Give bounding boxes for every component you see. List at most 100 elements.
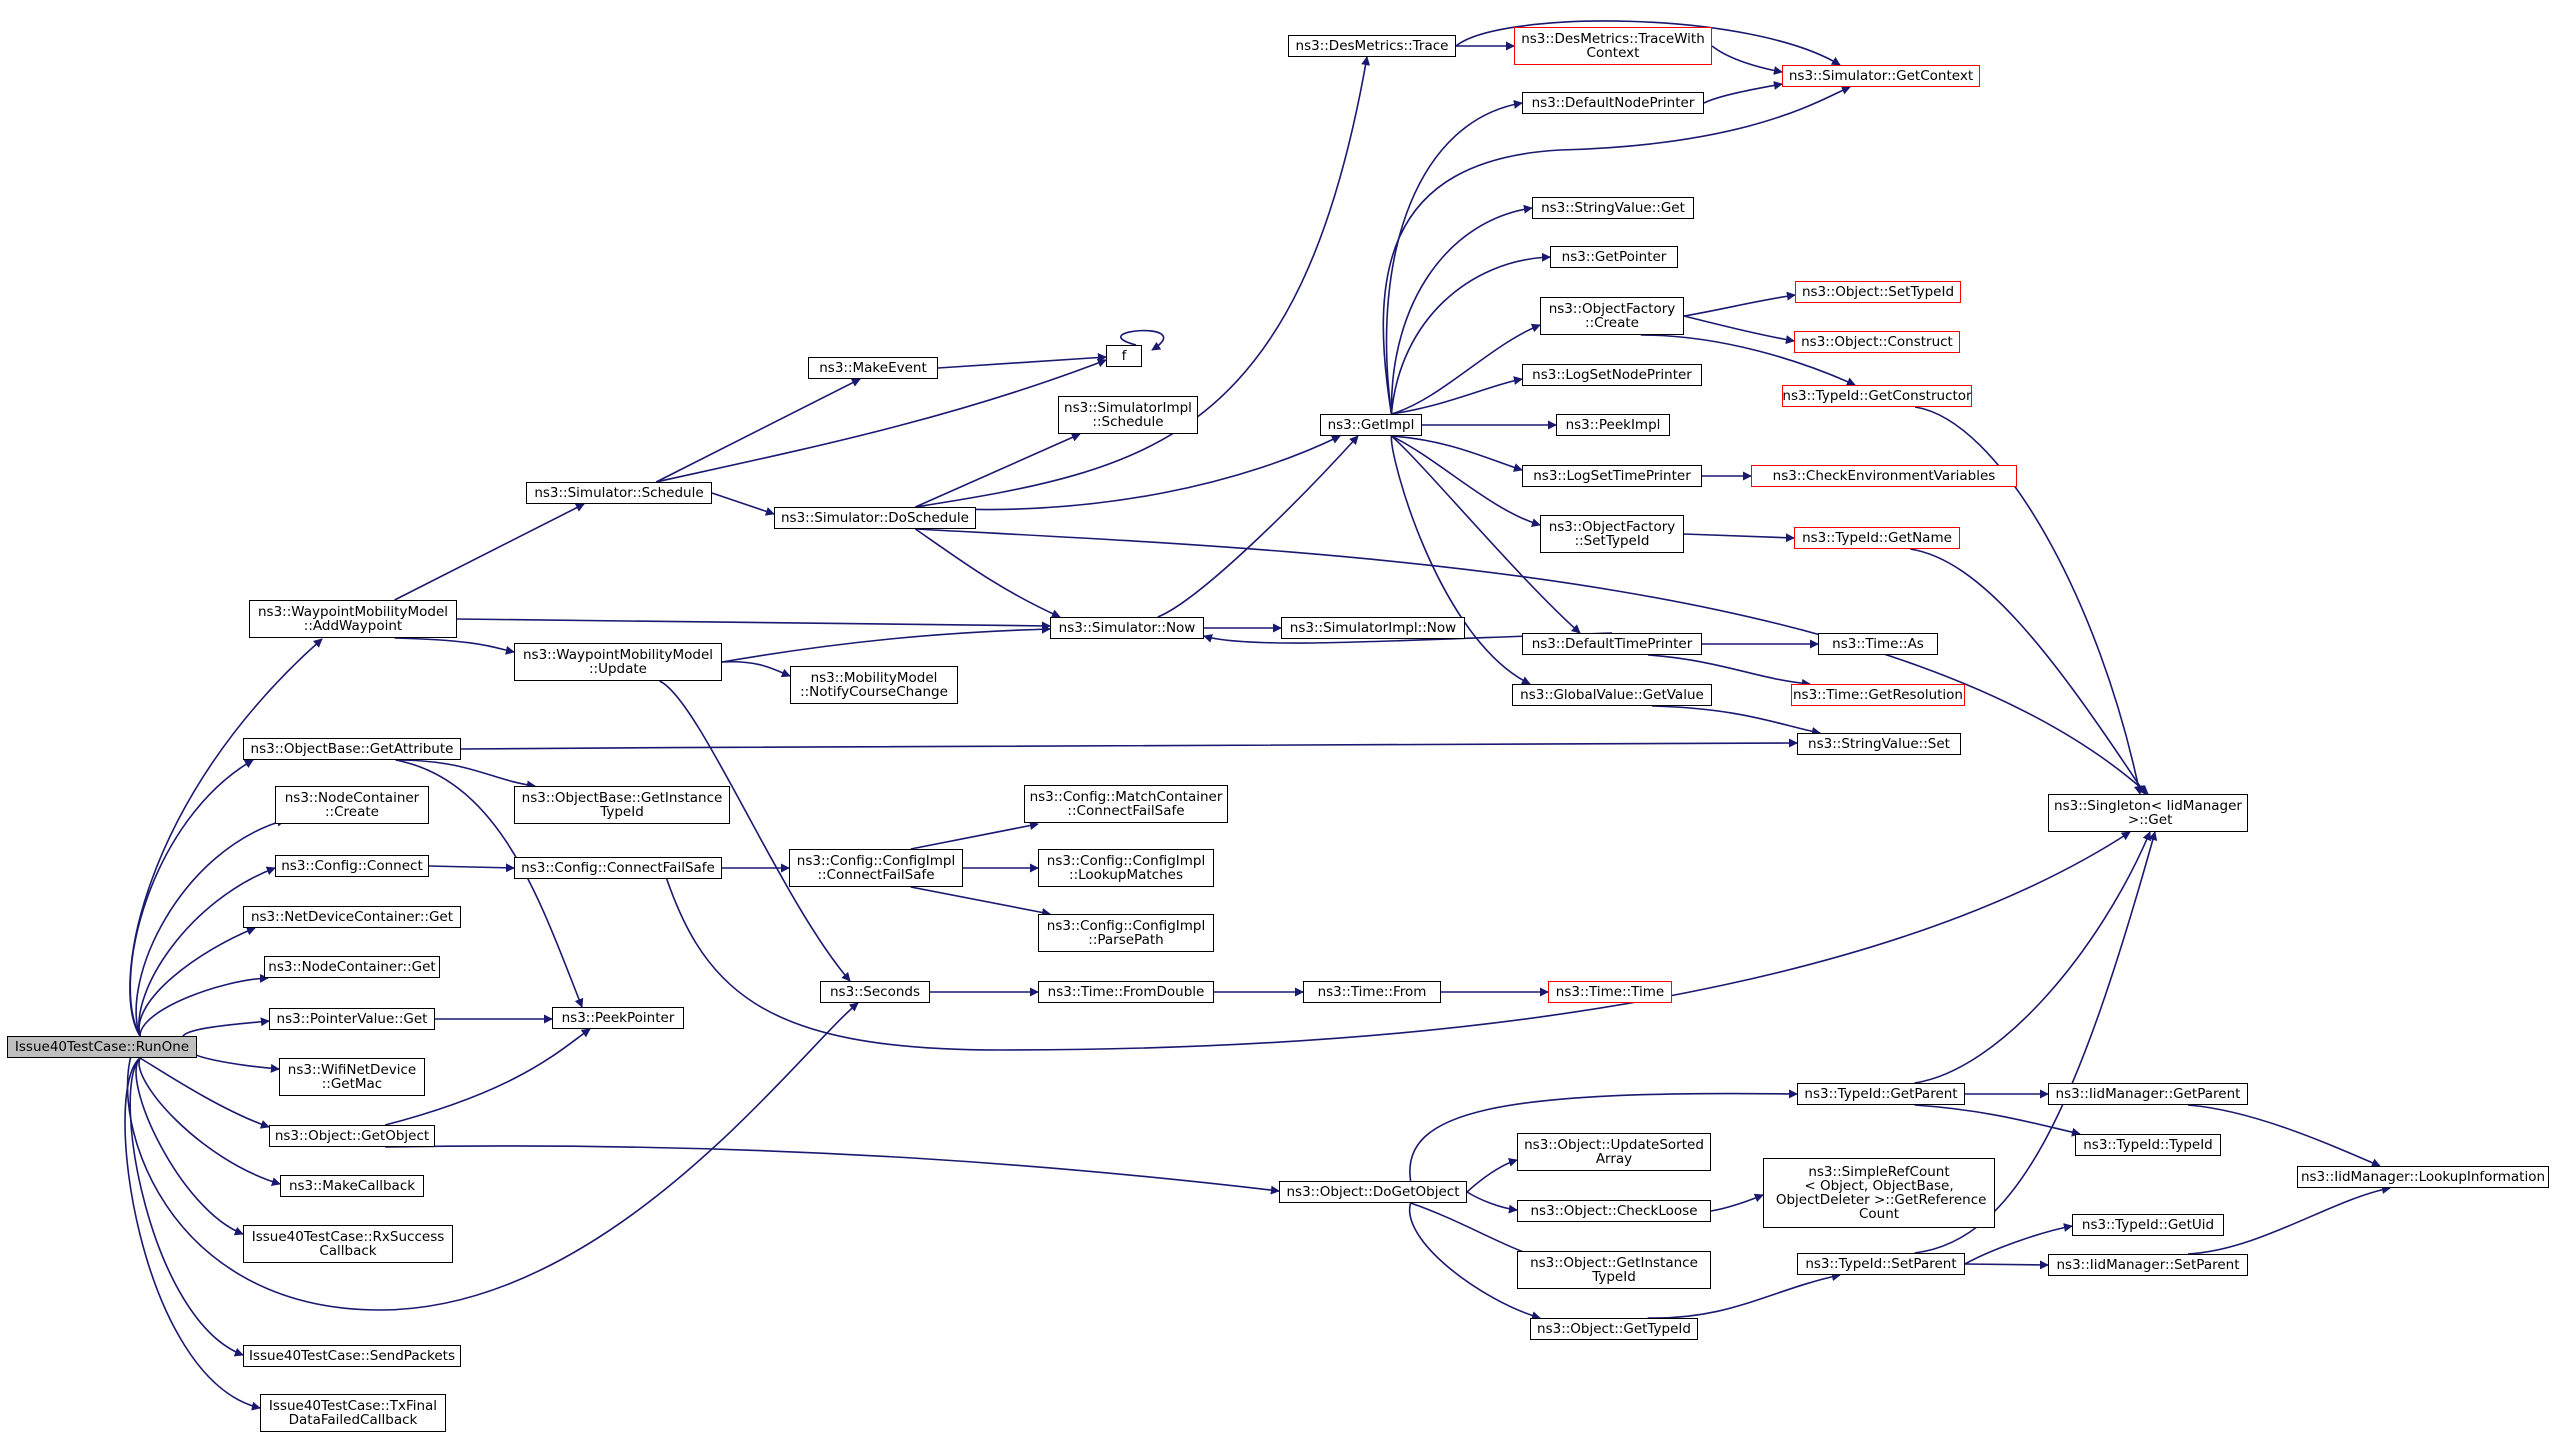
edge-wmm-update-to-seconds bbox=[659, 680, 851, 982]
edge-getimpl-to-objfactory-settypeid bbox=[1391, 435, 1541, 527]
node-getresolution[interactable]: ns3::Time::GetResolution bbox=[1791, 684, 1965, 706]
node-matchcontainer-cfs[interactable]: ns3::Config::MatchContainer ::ConnectFai… bbox=[1024, 785, 1228, 823]
node-peekimpl[interactable]: ns3::PeekImpl bbox=[1556, 414, 1670, 436]
node-checkloose[interactable]: ns3::Object::CheckLoose bbox=[1517, 1200, 1711, 1222]
node-wmm-update[interactable]: ns3::WaypointMobilityModel ::Update bbox=[514, 643, 722, 681]
edge-getimpl-to-defaultnodeprinter bbox=[1385, 99, 1523, 415]
edge-defaultnodeprinter-to-getcontext bbox=[1703, 81, 1783, 104]
node-tracewithcontext[interactable]: ns3::DesMetrics::TraceWith Context bbox=[1514, 27, 1712, 65]
node-construct[interactable]: ns3::Object::Construct bbox=[1794, 331, 1960, 353]
node-lookupmatches[interactable]: ns3::Config::ConfigImpl ::LookupMatches bbox=[1038, 849, 1214, 887]
node-globalvalue-getvalue[interactable]: ns3::GlobalValue::GetValue bbox=[1512, 684, 1712, 706]
node-updatesorted[interactable]: ns3::Object::UpdateSorted Array bbox=[1517, 1133, 1711, 1171]
edge-defaulttimeprinter-to-getresolution bbox=[1647, 654, 1811, 688]
node-objfactory-create[interactable]: ns3::ObjectFactory ::Create bbox=[1540, 297, 1684, 335]
edge-runone-to-makecallback bbox=[138, 1057, 281, 1186]
node-peekpointer[interactable]: ns3::PeekPointer bbox=[552, 1007, 684, 1029]
node-getreferencecount[interactable]: ns3::SimpleRefCount < Object, ObjectBase… bbox=[1763, 1158, 1995, 1228]
node-time-time[interactable]: ns3::Time::Time bbox=[1548, 981, 1672, 1003]
node-objfactory-settypeid[interactable]: ns3::ObjectFactory ::SetTypeId bbox=[1540, 515, 1684, 553]
node-stringvalue-get[interactable]: ns3::StringValue::Get bbox=[1532, 197, 1694, 219]
edge-desmetrics-trace-to-getcontext bbox=[1455, 20, 1841, 66]
node-iid-setparent[interactable]: ns3::IidManager::SetParent bbox=[2048, 1254, 2248, 1276]
node-makecallback[interactable]: ns3::MakeCallback bbox=[280, 1175, 424, 1197]
node-typeid-typeid[interactable]: ns3::TypeId::TypeId bbox=[2075, 1134, 2221, 1156]
node-ndc-get[interactable]: ns3::NetDeviceContainer::Get bbox=[243, 906, 461, 928]
node-connectfailsafe[interactable]: ns3::Config::ConnectFailSafe bbox=[514, 857, 722, 879]
edge-cfg-connect-to-connectfailsafe bbox=[428, 863, 515, 873]
node-makeevent[interactable]: ns3::MakeEvent bbox=[808, 357, 938, 379]
node-rxsuccess[interactable]: Issue40TestCase::RxSuccess Callback bbox=[243, 1225, 453, 1263]
edge-getimpl-to-getpointer bbox=[1390, 252, 1551, 415]
node-wifi-getmac[interactable]: ns3::WifiNetDevice ::GetMac bbox=[279, 1058, 425, 1096]
edge-runone-to-nc-get bbox=[139, 973, 269, 1037]
node-getinstancetypeid-ob[interactable]: ns3::ObjectBase::GetInstance TypeId bbox=[514, 786, 730, 824]
node-typeid-setparent[interactable]: ns3::TypeId::SetParent bbox=[1797, 1253, 1965, 1275]
node-defaulttimeprinter[interactable]: ns3::DefaultTimePrinter bbox=[1522, 633, 1702, 655]
node-simimpl-schedule[interactable]: ns3::SimulatorImpl ::Schedule bbox=[1058, 396, 1198, 434]
edge-connectfailsafe-to-singleton-get bbox=[658, 831, 2131, 1051]
edge-typeid-setparent-to-singleton-get bbox=[1914, 831, 2158, 1254]
edge-getconstructor-to-singleton-get bbox=[1914, 406, 2143, 795]
node-checkenv[interactable]: ns3::CheckEnvironmentVariables bbox=[1751, 465, 2017, 487]
node-getattribute[interactable]: ns3::ObjectBase::GetAttribute bbox=[243, 738, 461, 760]
node-desmetrics-trace[interactable]: ns3::DesMetrics::Trace bbox=[1288, 35, 1456, 57]
node-typeid-getname[interactable]: ns3::TypeId::GetName bbox=[1794, 527, 1960, 549]
node-pv-get[interactable]: ns3::PointerValue::Get bbox=[269, 1008, 435, 1030]
node-time-as[interactable]: ns3::Time::As bbox=[1818, 633, 1938, 655]
node-fromdouble[interactable]: ns3::Time::FromDouble bbox=[1038, 981, 1214, 1003]
edge-gettypeid-to-typeid-setparent bbox=[1647, 1272, 1841, 1319]
node-seconds[interactable]: ns3::Seconds bbox=[820, 981, 930, 1003]
node-simimpl-now[interactable]: ns3::SimulatorImpl::Now bbox=[1281, 617, 1465, 639]
node-getcontext[interactable]: ns3::Simulator::GetContext bbox=[1782, 65, 1980, 87]
node-txfinal[interactable]: Issue40TestCase::TxFinal DataFailedCallb… bbox=[260, 1394, 446, 1432]
edge-makeevent-to-f bbox=[937, 353, 1107, 369]
node-singleton-get[interactable]: ns3::Singleton< IidManager >::Get bbox=[2048, 794, 2248, 832]
edge-runone-to-rxsuccess bbox=[135, 1057, 244, 1236]
node-typeid-getparent[interactable]: ns3::TypeId::GetParent bbox=[1797, 1083, 1965, 1105]
node-defaultnodeprinter[interactable]: ns3::DefaultNodePrinter bbox=[1522, 92, 1704, 114]
node-getpointer[interactable]: ns3::GetPointer bbox=[1550, 246, 1678, 268]
node-getobject[interactable]: ns3::Object::GetObject bbox=[269, 1125, 435, 1147]
node-cfg-connect[interactable]: ns3::Config::Connect bbox=[275, 855, 429, 877]
edge-addwaypoint-to-sim-now bbox=[456, 618, 1051, 631]
node-notifycoursechange[interactable]: ns3::MobilityModel ::NotifyCourseChange bbox=[790, 666, 958, 704]
node-nc-create[interactable]: ns3::NodeContainer ::Create bbox=[275, 786, 429, 824]
edge-runone-to-seconds bbox=[126, 1002, 859, 1311]
node-time-from[interactable]: ns3::Time::From bbox=[1303, 981, 1441, 1003]
edge-typeid-getparent-to-typeid-typeid bbox=[1914, 1104, 2081, 1137]
edge-tracewithcontext-to-getcontext bbox=[1711, 45, 1783, 75]
node-getconstructor[interactable]: ns3::TypeId::GetConstructor bbox=[1782, 385, 1972, 407]
edge-typeid-getname-to-singleton-get bbox=[1910, 548, 2146, 795]
node-logsetnodeprinter[interactable]: ns3::LogSetNodePrinter bbox=[1522, 364, 1702, 386]
node-dogetobject[interactable]: ns3::Object::DoGetObject bbox=[1279, 1181, 1467, 1203]
edge-dogetobject-to-gettypeid bbox=[1408, 1202, 1541, 1320]
edge-getimpl-to-logsettimeprinter bbox=[1391, 435, 1523, 472]
node-sendpackets[interactable]: Issue40TestCase::SendPackets bbox=[243, 1345, 461, 1367]
node-doschedule[interactable]: ns3::Simulator::DoSchedule bbox=[774, 507, 976, 529]
node-obj-getinstancetypeid[interactable]: ns3::Object::GetInstance TypeId bbox=[1517, 1251, 1711, 1289]
node-gettypeid[interactable]: ns3::Object::GetTypeId bbox=[1530, 1318, 1698, 1340]
node-nc-get[interactable]: ns3::NodeContainer::Get bbox=[264, 956, 440, 978]
edge-getimpl-to-objfactory-create bbox=[1391, 323, 1541, 415]
node-addwaypoint[interactable]: ns3::WaypointMobilityModel ::AddWaypoint bbox=[249, 600, 457, 638]
edge-doschedule-to-singleton-get bbox=[915, 528, 2149, 795]
node-stringvalue-set[interactable]: ns3::StringValue::Set bbox=[1797, 733, 1961, 755]
node-typeid-getuid[interactable]: ns3::TypeId::GetUid bbox=[2072, 1214, 2224, 1236]
node-iid-getparent[interactable]: ns3::IidManager::GetParent bbox=[2048, 1083, 2248, 1105]
edge-addwaypoint-to-wmm-update bbox=[394, 637, 515, 655]
node-getimpl[interactable]: ns3::GetImpl bbox=[1320, 414, 1422, 436]
node-lookupinformation[interactable]: ns3::IidManager::LookupInformation bbox=[2297, 1166, 2549, 1188]
node-logsettimeprinter[interactable]: ns3::LogSetTimePrinter bbox=[1522, 465, 1702, 487]
edge-dogetobject-to-typeid-getparent bbox=[1409, 1089, 1798, 1182]
node-parsepath[interactable]: ns3::Config::ConfigImpl ::ParsePath bbox=[1038, 914, 1214, 952]
edge-wmm-update-to-notifycoursechange bbox=[721, 660, 791, 678]
node-configimpl-cfs[interactable]: ns3::Config::ConfigImpl ::ConnectFailSaf… bbox=[789, 849, 963, 887]
node-sim-now[interactable]: ns3::Simulator::Now bbox=[1050, 617, 1204, 639]
node-settypeid-obj[interactable]: ns3::Object::SetTypeId bbox=[1795, 281, 1961, 303]
edge-getattribute-to-getinstancetypeid-ob bbox=[395, 759, 536, 790]
node-sim-schedule[interactable]: ns3::Simulator::Schedule bbox=[526, 482, 712, 504]
edge-objfactory-create-to-settypeid-obj bbox=[1683, 291, 1796, 317]
node-f[interactable]: f bbox=[1106, 345, 1142, 367]
